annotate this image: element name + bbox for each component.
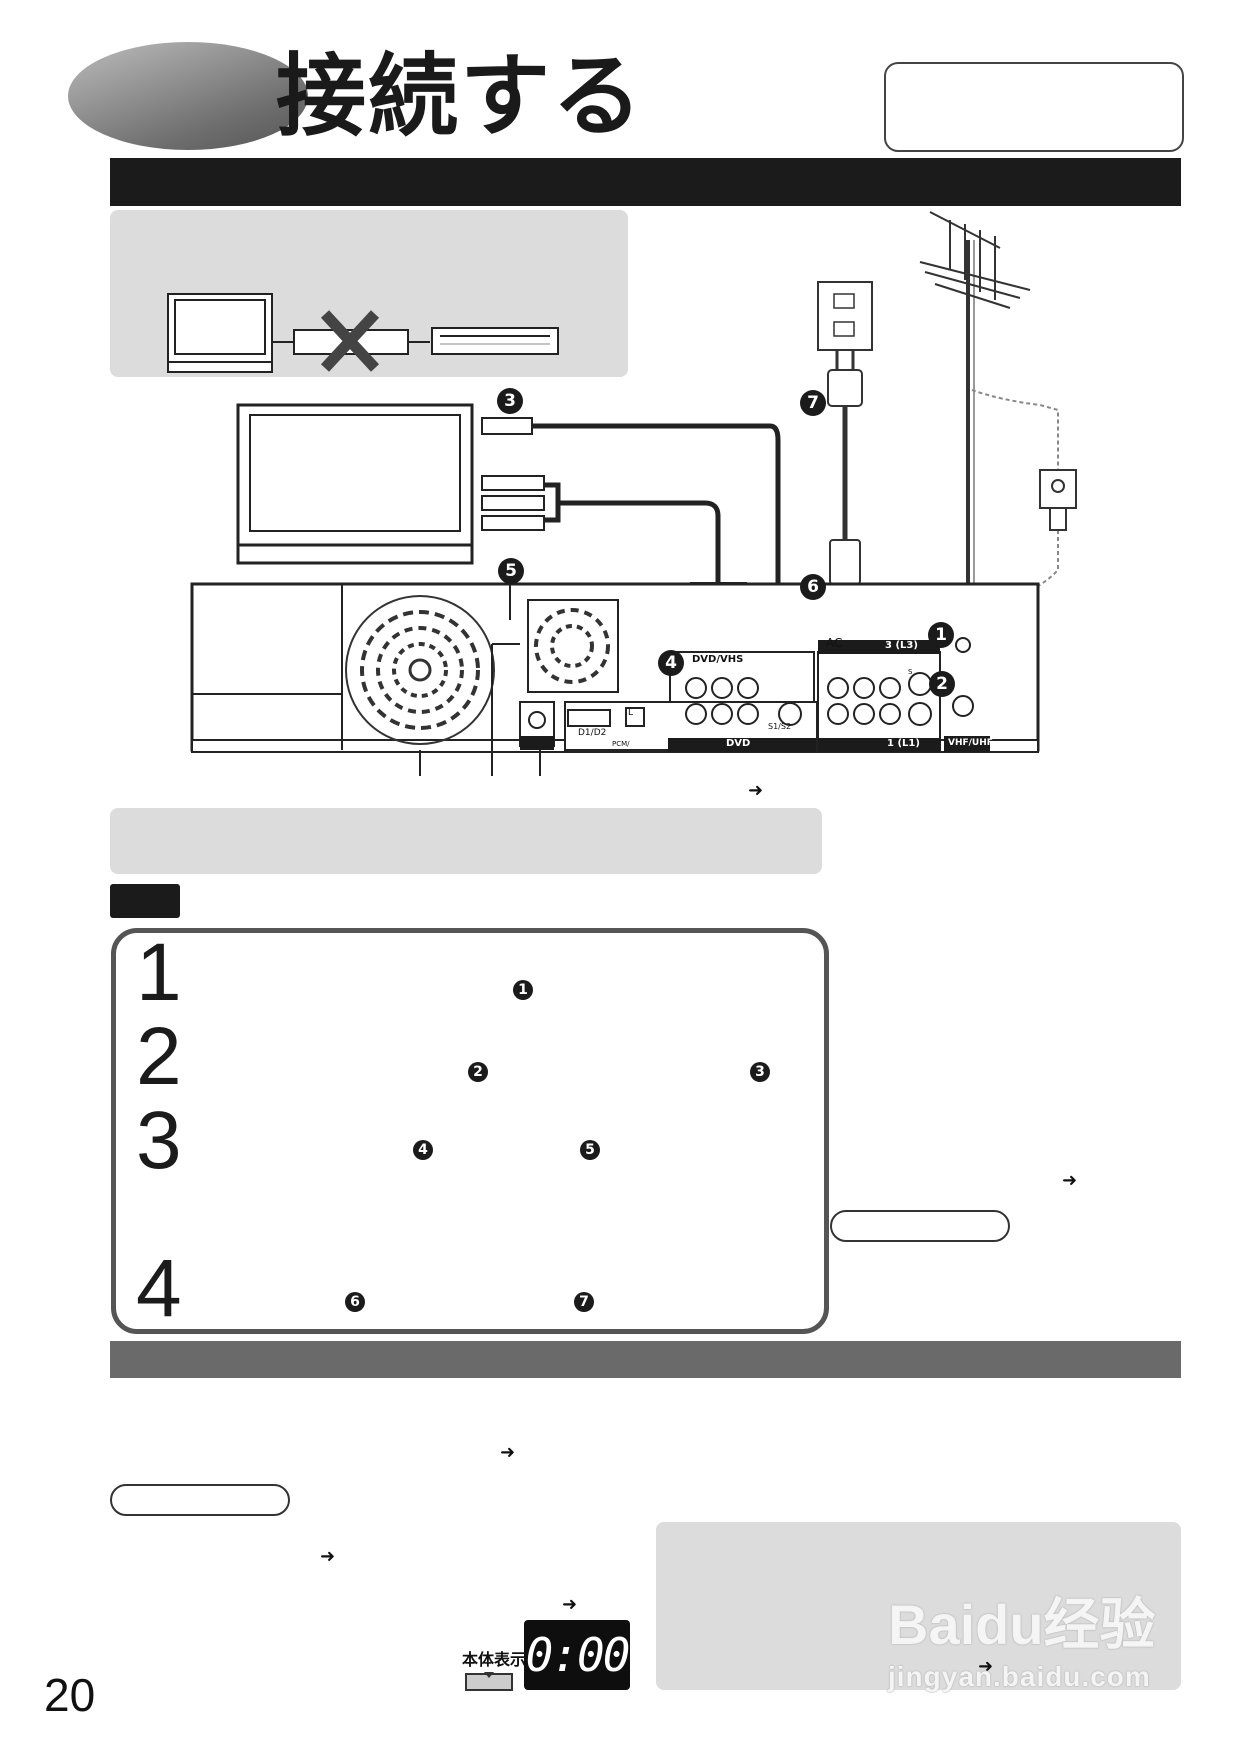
- dvd-vhs-label: DVD/VHS: [692, 654, 744, 665]
- arrow-right-icon: ➜: [1062, 1170, 1078, 1191]
- vhf-uhf-label: VHF/UHF: [948, 738, 993, 748]
- clock-display: 0:00: [524, 1620, 630, 1690]
- recorder-icon: [465, 1672, 513, 1691]
- arrow-right-icon: ➜: [978, 1656, 994, 1677]
- header-label-box: [884, 62, 1184, 152]
- tip-box: [656, 1522, 1181, 1690]
- ac-label: AC: [826, 636, 843, 650]
- recorder-icon: [431, 327, 559, 355]
- recorder-rear-panel: [190, 582, 1040, 776]
- note-bar: [110, 808, 822, 874]
- dvd-label: DVD: [726, 738, 751, 749]
- pcm-label: PCM/: [612, 740, 630, 748]
- callout-1: 1: [928, 622, 954, 648]
- arrow-right-icon: ➜: [500, 1442, 516, 1463]
- page-title: 接続する: [276, 44, 644, 149]
- callout-7: 7: [800, 390, 826, 416]
- watermark-brand: Baidu经验: [888, 1593, 1156, 1656]
- step-number-2: 2: [136, 1011, 182, 1102]
- tv-icon: [167, 293, 273, 373]
- section-header-bar: [110, 158, 1181, 206]
- step-number-3: 3: [136, 1095, 182, 1186]
- step-number-1: 1: [136, 927, 182, 1018]
- watermark-url: jingyan.baidu.com: [888, 1661, 1151, 1692]
- step-2-ref-2: 2: [468, 1062, 488, 1082]
- step-1-ref-1: 1: [513, 980, 533, 1000]
- step-number-4: 4: [136, 1243, 182, 1334]
- subsection-bar: [110, 1341, 1181, 1378]
- note-pill-left: [110, 1484, 290, 1516]
- callout-2: 2: [929, 671, 955, 697]
- display-window-label: 本体表示窓: [462, 1650, 543, 1669]
- d1d2-label: D1/D2: [578, 728, 607, 738]
- steps-box: [111, 928, 829, 1334]
- caution-illustration: [167, 293, 559, 373]
- callout-4: 4: [658, 650, 684, 676]
- step-4-ref-6: 6: [345, 1292, 365, 1312]
- watermark: Baidu经验 jingyan.baidu.com: [888, 1580, 1156, 1693]
- outlet-icon: [817, 281, 873, 351]
- arrow-right-icon: ➜: [748, 780, 764, 801]
- connection-diagram: [190, 211, 1077, 776]
- ch1-label: 1 (L1): [887, 738, 920, 749]
- callout-5: 5: [498, 558, 524, 584]
- cross-mark-icon: [320, 310, 380, 372]
- arrow-right-icon: ➜: [562, 1594, 578, 1615]
- antenna-icon: [919, 211, 1031, 620]
- l-label: L: [628, 708, 634, 718]
- s-label: S: [908, 668, 913, 676]
- arrow-right-icon: ➜: [320, 1546, 336, 1567]
- section-tag: [110, 884, 180, 918]
- ch3-label: 3 (L3): [885, 640, 918, 651]
- step-3-ref-5: 5: [580, 1140, 600, 1160]
- page-number: 20: [44, 1669, 96, 1721]
- callout-3: 3: [497, 388, 523, 414]
- step-4-ref-7: 7: [574, 1292, 594, 1312]
- callout-6: 6: [800, 574, 826, 600]
- tv-icon: [236, 403, 474, 565]
- s1s2-label: S1/S2: [768, 722, 792, 731]
- step-3-ref-4: 4: [413, 1140, 433, 1160]
- title-oval-decoration: [68, 42, 308, 150]
- note-pill-right: [830, 1210, 1010, 1242]
- step-2-ref-3: 3: [750, 1062, 770, 1082]
